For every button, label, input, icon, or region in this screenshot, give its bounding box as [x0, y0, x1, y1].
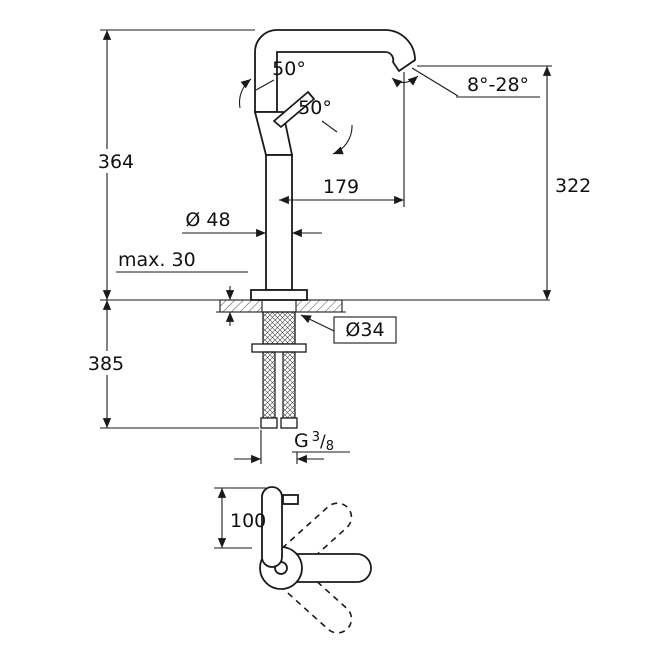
angle-arc	[332, 124, 353, 155]
label-spout-reach: 179	[323, 176, 359, 198]
mounting-assembly	[219, 299, 343, 429]
hose-connector-left	[260, 417, 278, 429]
label-lever-angle-a: 50°	[272, 58, 306, 80]
dimension-max-mounting-thickness: max. 30	[116, 249, 248, 326]
dimension-body-diameter: Ø 48	[182, 209, 322, 238]
thread-slash: /	[320, 432, 326, 452]
label-body-diameter: Ø 48	[185, 209, 230, 231]
leader-line	[255, 79, 275, 91]
dimension-handle-height: 100	[214, 487, 266, 549]
leader-line	[411, 67, 459, 97]
label-mask	[83, 351, 130, 375]
flex-hose-left	[262, 351, 276, 419]
leader-line	[321, 120, 338, 133]
flex-hose-right	[282, 351, 296, 419]
dimension-total-height: 364	[93, 30, 140, 300]
angle-arc	[238, 78, 252, 109]
label-below-deck-length: 385	[88, 353, 124, 375]
label-outlet-angle-range: 8°-28°	[467, 74, 529, 96]
lever-tab-detail	[282, 494, 299, 505]
label-handle-height: 100	[230, 510, 266, 532]
lever-handle	[273, 91, 315, 128]
thread-numerator: 3	[312, 430, 320, 445]
annotation-lever-angle-a: 50°	[238, 58, 306, 109]
annotation-lever-angle-b: 50°	[298, 97, 353, 155]
thread-prefix: G	[294, 430, 309, 452]
dimension-spout-reach: 179	[279, 72, 405, 207]
faucet-top-view	[259, 486, 372, 634]
faucet-side-view	[250, 29, 416, 301]
label-box	[333, 316, 397, 344]
leader-line	[300, 314, 335, 332]
deck-section-left	[219, 299, 263, 313]
dimension-mounting-hole: Ø34	[300, 314, 397, 344]
angle-arc	[391, 75, 419, 88]
deck-section-right	[295, 299, 343, 313]
faucet-body	[265, 154, 293, 291]
base-flange	[250, 289, 308, 301]
dimension-below-deck-length: 385	[83, 300, 130, 428]
dimension-outlet-height: 322	[542, 66, 591, 300]
thread-denominator: 8	[326, 439, 334, 454]
annotation-outlet-angle: 8°-28°	[391, 67, 540, 98]
hose-connector-right	[280, 417, 298, 429]
lever-top-view	[261, 486, 283, 568]
label-mounting-hole-diameter: Ø34	[345, 319, 384, 341]
label-outlet-height: 322	[555, 175, 591, 197]
threaded-shank	[262, 311, 296, 345]
label-max-mounting-thickness: max. 30	[118, 249, 196, 271]
spout-outline	[254, 29, 416, 113]
label-mask	[93, 149, 140, 173]
label-total-height: 364	[98, 151, 134, 173]
mounting-bracket	[251, 343, 307, 353]
label-lever-angle-b: 50°	[298, 97, 332, 119]
